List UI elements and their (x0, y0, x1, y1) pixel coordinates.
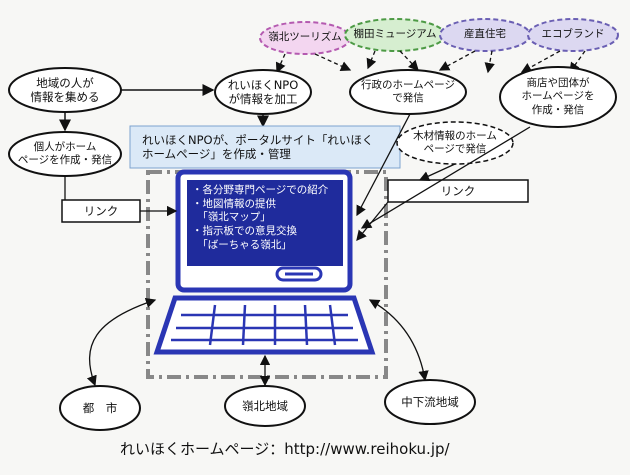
partner-label-3: エコブランド (541, 28, 605, 41)
node-individuals-label: 個人がホーム ページを作成・発信 (17, 140, 113, 166)
partner-bubble-3 (527, 18, 619, 52)
laptop-base (153, 295, 376, 355)
node-npo-process-label: れいほくNPO が情報を加工 (227, 77, 299, 106)
node-gov-home-label: 行政のホームページ で発信 (361, 78, 455, 104)
link-label-right: リンク (440, 183, 476, 198)
partner-label-0: 嶺北ツーリズム (268, 31, 342, 44)
node-gov-home (349, 69, 467, 115)
node-timber-label: 木材情報のホーム ページで発信 (413, 129, 497, 155)
partner-label-1: 棚田ミュージアム (353, 28, 437, 41)
screen-line-1: ・地図情報の提供 (192, 197, 276, 210)
portal-banner-box (129, 125, 401, 169)
region-city-ellipse (59, 385, 141, 431)
footer-url: れいほくホームページ：http://www.reihoku.jp/ (120, 440, 450, 458)
screen-content: ・各分野専門ページでの紹介 ・地図情報の提供 「嶺北マップ」 ・指示板での意見交… (192, 184, 357, 266)
region-midstream-label: 中下流地域 (401, 394, 459, 409)
screen-line-3: ・指示板での意見交換 (192, 224, 297, 237)
keyboard-keys (171, 304, 358, 346)
node-residents-label: 地域の人が 情報を集める (30, 75, 100, 104)
node-shops (499, 66, 617, 128)
node-shops-label: 商店や団体が ホームページを 作成・発信 (521, 77, 595, 116)
screen-line-2: 「嶺北マップ」 (192, 211, 271, 224)
screen-line-4: 「ばーちゃる嶺北」 (192, 238, 292, 251)
partner-label-2: 産直住宅 (464, 28, 506, 41)
laptop-screen (187, 180, 343, 266)
region-reihoku-ellipse (224, 385, 306, 427)
link-label-left: リンク (83, 203, 119, 218)
region-reihoku-label: 嶺北地域 (242, 398, 288, 413)
portal-banner-text: れいほくNPOが、ポータルサイト「れいほく ホームページ」を作成・管理 (142, 132, 374, 161)
link-box-right (387, 179, 529, 203)
region-city-label: 都 市 (82, 400, 118, 415)
screen-line-0: ・各分野専門ページでの紹介 (192, 184, 329, 196)
region-midstream-ellipse (384, 379, 476, 425)
